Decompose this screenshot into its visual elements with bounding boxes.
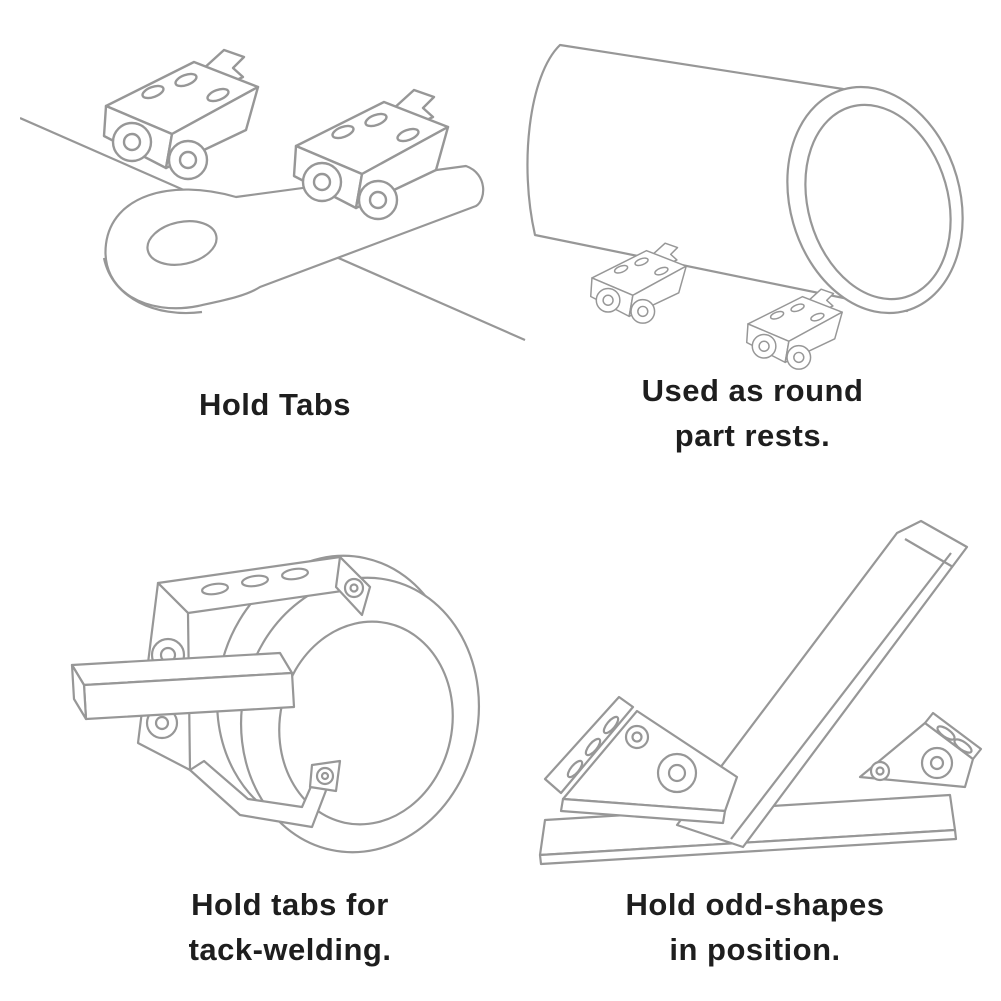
magnetic-clamp bbox=[102, 48, 260, 181]
caption-line: in position. bbox=[669, 932, 841, 967]
panel-round-part-rests bbox=[525, 15, 980, 375]
caption-line: tack-welding. bbox=[188, 932, 392, 967]
caption-line: Used as round bbox=[641, 373, 864, 408]
caption-tack-welding: Hold tabs for tack-welding. bbox=[60, 882, 520, 972]
panel-tack-welding bbox=[40, 515, 510, 885]
clamps-on-flat-tab-illustration bbox=[20, 48, 526, 342]
tube-and-bar-clamp-illustration bbox=[70, 554, 481, 854]
panel-odd-shapes bbox=[525, 515, 985, 885]
magnetic-clamp bbox=[858, 711, 983, 789]
panel-hold-tabs bbox=[20, 0, 530, 350]
square-bar bbox=[70, 651, 296, 721]
angled-channel-on-plate-illustration bbox=[538, 519, 983, 866]
caption-round-part-rests: Used as round part rests. bbox=[525, 368, 980, 458]
cylinder bbox=[526, 43, 964, 315]
caption-line: Hold odd-shapes bbox=[625, 887, 885, 922]
flat-tab bbox=[102, 164, 485, 315]
magnetic-clamp bbox=[745, 288, 843, 370]
magnetic-clamp bbox=[543, 695, 739, 825]
channel-beam bbox=[675, 519, 969, 849]
caption-line: Hold tabs for bbox=[191, 887, 389, 922]
caption-line: Hold Tabs bbox=[198, 387, 352, 422]
cylinder-on-rests-illustration bbox=[526, 43, 964, 370]
magnetic-clamp bbox=[589, 242, 687, 324]
caption-odd-shapes: Hold odd-shapes in position. bbox=[525, 882, 985, 972]
caption-line: part rests. bbox=[674, 418, 831, 453]
caption-hold-tabs: Hold Tabs bbox=[20, 382, 530, 427]
